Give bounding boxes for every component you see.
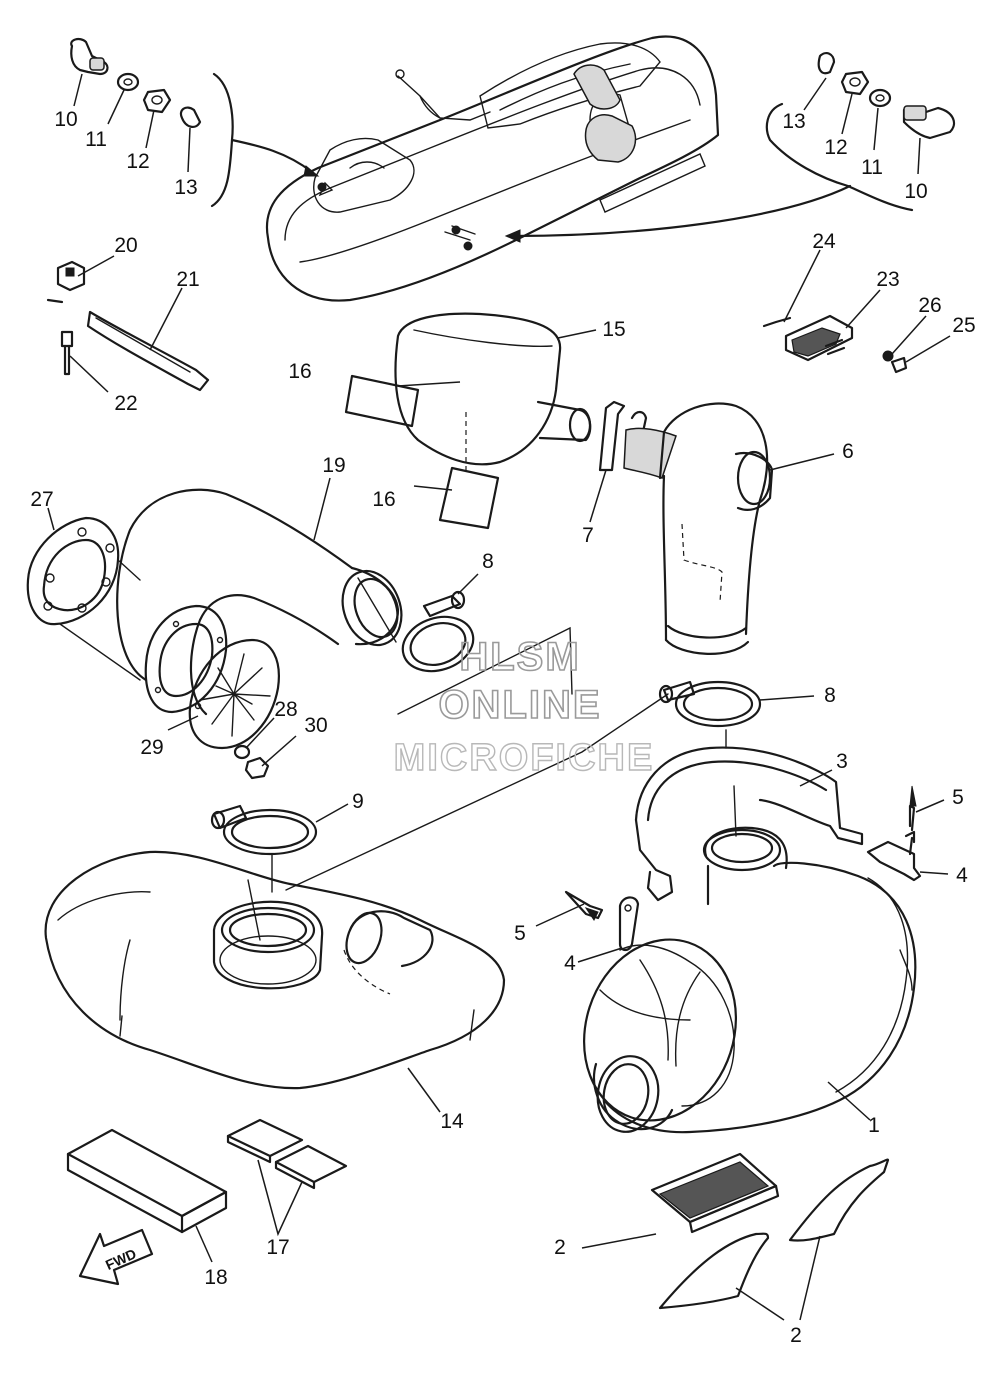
callout-7: 7 xyxy=(582,524,594,547)
callout-20: 20 xyxy=(114,234,137,257)
callout-8-upper: 8 xyxy=(482,550,494,573)
callout-16-upper: 16 xyxy=(288,360,311,383)
callout-25: 25 xyxy=(952,314,975,337)
callout-21: 21 xyxy=(176,268,199,291)
callout-labels: 10 11 12 13 13 12 11 10 20 21 22 24 23 2… xyxy=(30,108,975,1347)
callout-15: 15 xyxy=(602,318,625,341)
callout-27: 27 xyxy=(30,488,53,511)
water-lock-cover-icon xyxy=(344,312,597,530)
foam-pad-group xyxy=(66,1118,348,1263)
muffler-icon xyxy=(582,826,917,1134)
callout-12-right: 12 xyxy=(824,136,847,159)
callout-24: 24 xyxy=(812,230,836,253)
callout-3: 3 xyxy=(836,750,848,773)
right-fastener-group xyxy=(504,52,956,243)
hose-clamp-9 xyxy=(210,803,349,856)
watermark: HLSM ONLINE MICROFICHE xyxy=(393,634,655,780)
callout-14: 14 xyxy=(440,1110,464,1133)
callout-17: 17 xyxy=(266,1236,289,1259)
watermark-line3: MICROFICHE xyxy=(394,737,655,779)
callout-19: 19 xyxy=(322,454,345,477)
mounting-bracket-group xyxy=(762,249,951,374)
watermark-line1: HLSM xyxy=(459,635,580,679)
callout-9: 9 xyxy=(352,790,364,813)
callout-5-left: 5 xyxy=(514,922,526,945)
callout-11-left: 11 xyxy=(85,128,107,151)
fwd-label: FWD xyxy=(103,1245,139,1273)
callout-5-right: 5 xyxy=(952,786,964,809)
left-fastener-group xyxy=(70,37,320,208)
callout-10-left: 10 xyxy=(54,108,77,131)
callout-4-left: 4 xyxy=(564,952,576,975)
callout-12-left: 12 xyxy=(126,150,149,173)
callout-30: 30 xyxy=(304,714,327,737)
callout-26: 26 xyxy=(918,294,941,317)
callout-13-right: 13 xyxy=(782,110,805,133)
callout-16-lower: 16 xyxy=(372,488,395,511)
rubber-pad-group xyxy=(581,1152,890,1321)
water-lock-icon xyxy=(44,850,506,1113)
watermark-line2: ONLINE xyxy=(438,683,601,727)
callout-1: 1 xyxy=(868,1114,880,1137)
callout-4-right: 4 xyxy=(956,864,968,887)
callout-18: 18 xyxy=(204,1266,227,1289)
callout-10-right: 10 xyxy=(904,180,927,203)
callout-13-left: 13 xyxy=(174,176,197,199)
callout-6: 6 xyxy=(842,440,854,463)
callout-22: 22 xyxy=(114,392,137,415)
hose-clamp-icon xyxy=(401,573,815,728)
strap-bracket-group xyxy=(535,785,949,963)
callout-28: 28 xyxy=(274,698,297,721)
callout-2-left: 2 xyxy=(554,1236,566,1259)
exhaust-pipe-19 xyxy=(26,477,403,780)
exhaust-pipe-icon xyxy=(658,402,835,655)
callout-11-right: 11 xyxy=(861,156,883,179)
callout-29: 29 xyxy=(140,736,163,759)
muffler-strap xyxy=(634,746,864,902)
personal-watercraft-icon xyxy=(265,35,720,302)
callout-8-lower: 8 xyxy=(824,684,836,707)
callout-23: 23 xyxy=(876,268,899,291)
cable-tie-group xyxy=(46,255,210,393)
callout-2-bottom: 2 xyxy=(790,1324,802,1347)
fwd-arrow-icon: FWD xyxy=(78,1228,154,1286)
